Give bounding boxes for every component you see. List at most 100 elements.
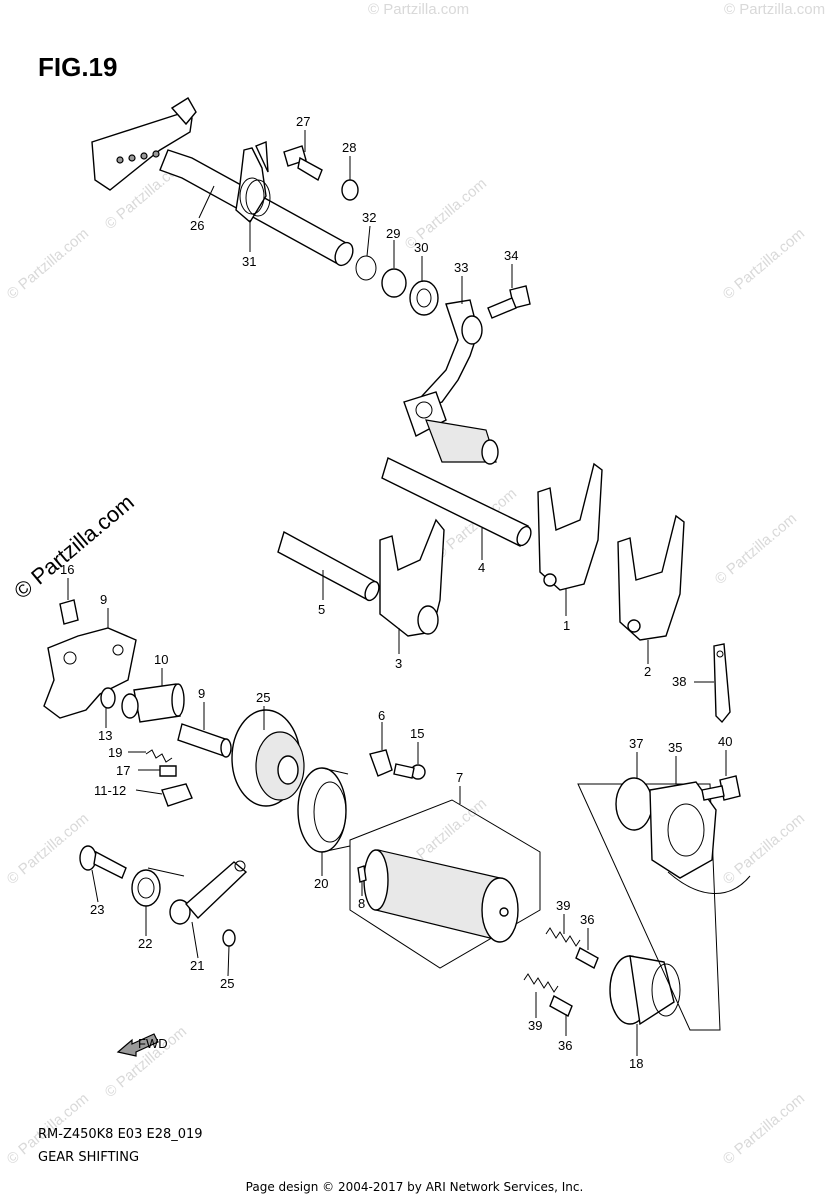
part-label: 21 bbox=[190, 958, 204, 973]
part-label: 36 bbox=[580, 912, 594, 927]
leader-lines bbox=[67, 130, 727, 1056]
part-label: 9 bbox=[100, 592, 107, 607]
part-34-bolt bbox=[487, 285, 531, 319]
part-label: 28 bbox=[342, 140, 356, 155]
part-22-spring bbox=[131, 867, 185, 907]
page-credit: Page design © 2004-2017 by ARI Network S… bbox=[245, 1180, 584, 1194]
part-20-bearing bbox=[297, 767, 351, 853]
part-label: 26 bbox=[190, 218, 204, 233]
part-37-o-ring bbox=[615, 777, 653, 831]
part-30-oil-seal bbox=[409, 280, 439, 316]
part-23-bolt bbox=[79, 845, 127, 879]
model-code: RM-Z450K8 E03 E28_019 bbox=[38, 1127, 203, 1142]
part-label: 31 bbox=[242, 254, 256, 269]
part-label: 40 bbox=[718, 734, 732, 749]
watermark: © Partzilla.com bbox=[368, 1, 469, 18]
part-28-washer bbox=[341, 179, 359, 201]
part-11-12-pawl bbox=[161, 783, 193, 807]
part-7-gearshift-cam bbox=[349, 799, 541, 969]
part-21-gearshift-arm bbox=[169, 860, 248, 925]
part-36-pin bbox=[549, 995, 573, 1017]
part-15-screw bbox=[393, 763, 426, 780]
part-label: 23 bbox=[90, 902, 104, 917]
part-4-fork-shaft bbox=[381, 457, 532, 547]
watermark: © Partzilla.com bbox=[102, 1023, 190, 1101]
part-label: 4 bbox=[478, 560, 485, 575]
fwd-label: FWD bbox=[138, 1036, 168, 1051]
part-32-circlip bbox=[355, 255, 377, 281]
part-label: 18 bbox=[629, 1056, 643, 1071]
part-17-pin bbox=[159, 765, 177, 777]
part-40-bolt bbox=[701, 775, 741, 801]
part-18-needle-bearing bbox=[609, 955, 681, 1026]
watermark: © Partzilla.com bbox=[720, 810, 808, 888]
watermark: © Partzilla.com bbox=[712, 510, 800, 588]
part-label: 9 bbox=[198, 686, 205, 701]
part-label: 13 bbox=[98, 728, 112, 743]
part-label: 3 bbox=[395, 656, 402, 671]
part-label: 35 bbox=[668, 740, 682, 755]
part-label: 39 bbox=[528, 1018, 542, 1033]
part-10-pawl-lifter bbox=[121, 683, 185, 723]
part-27-bolt bbox=[283, 145, 323, 182]
part-2-shift-fork bbox=[617, 514, 685, 641]
part-label: 34 bbox=[504, 248, 518, 263]
part-33-gearshift-lever bbox=[403, 299, 499, 465]
part-label: 2 bbox=[644, 664, 651, 679]
part-19-spring bbox=[145, 749, 173, 763]
part-label: 7 bbox=[456, 770, 463, 785]
part-1-shift-fork bbox=[537, 462, 603, 591]
watermark: © Partzilla.com bbox=[720, 225, 808, 303]
part-39-spring bbox=[545, 927, 581, 947]
part-39-spring bbox=[523, 973, 559, 993]
part-6-bearing-retainer bbox=[369, 749, 393, 777]
part-9-pin bbox=[177, 723, 232, 758]
part-36-pin bbox=[575, 947, 599, 969]
part-label: 11-12 bbox=[94, 783, 126, 798]
part-label: 1 bbox=[563, 618, 570, 633]
part-label: 25 bbox=[256, 690, 270, 705]
part-label: 36 bbox=[558, 1038, 572, 1053]
part-label: 33 bbox=[454, 260, 468, 275]
part-label: 16 bbox=[60, 562, 74, 577]
watermark: © Partzilla.com bbox=[724, 1, 825, 18]
part-label: 15 bbox=[410, 726, 424, 741]
part-gear-position-group bbox=[577, 783, 721, 1031]
watermark: © Partzilla.com bbox=[4, 225, 92, 303]
part-8-pin bbox=[357, 865, 367, 883]
part-26-gearshift-shaft bbox=[91, 97, 354, 267]
part-label: 22 bbox=[138, 936, 152, 951]
part-24-cam-driven-gear bbox=[231, 709, 305, 807]
part-label: 10 bbox=[154, 652, 168, 667]
part-14-stopper-plate bbox=[43, 627, 137, 719]
part-label: 19 bbox=[108, 745, 122, 760]
part-label: 5 bbox=[318, 602, 325, 617]
forward-arrow-icon: FWD bbox=[116, 1033, 168, 1057]
part-label: 25 bbox=[220, 976, 234, 991]
part-label: 37 bbox=[629, 736, 643, 751]
part-31-return-spring bbox=[235, 140, 271, 224]
watermark-large: © Partzilla.com bbox=[9, 489, 139, 603]
part-16-bolt bbox=[59, 599, 79, 625]
part-35-gear-position-sensor bbox=[649, 781, 751, 894]
part-label: 30 bbox=[414, 240, 428, 255]
part-number-labels: 27 28 26 31 32 29 30 33 34 4 5 3 1 2 38 … bbox=[60, 114, 732, 1071]
section-title: GEAR SHIFTING bbox=[38, 1150, 140, 1165]
part-label: 20 bbox=[314, 876, 328, 891]
part-25-washer bbox=[222, 929, 236, 947]
part-label: 39 bbox=[556, 898, 570, 913]
watermark: © Partzilla.com bbox=[720, 1090, 808, 1168]
part-label: 8 bbox=[358, 896, 365, 911]
part-29-washer bbox=[381, 268, 407, 298]
part-label: 17 bbox=[116, 763, 130, 778]
part-38-clip bbox=[713, 643, 731, 724]
part-label: 32 bbox=[362, 210, 376, 225]
part-3-shift-fork bbox=[379, 518, 445, 637]
part-label: 29 bbox=[386, 226, 400, 241]
part-label: 6 bbox=[378, 708, 385, 723]
part-5-fork-shaft bbox=[277, 530, 380, 602]
part-13-washer bbox=[100, 687, 116, 709]
watermark: © Partzilla.com bbox=[4, 810, 92, 888]
part-label: 38 bbox=[672, 674, 686, 689]
